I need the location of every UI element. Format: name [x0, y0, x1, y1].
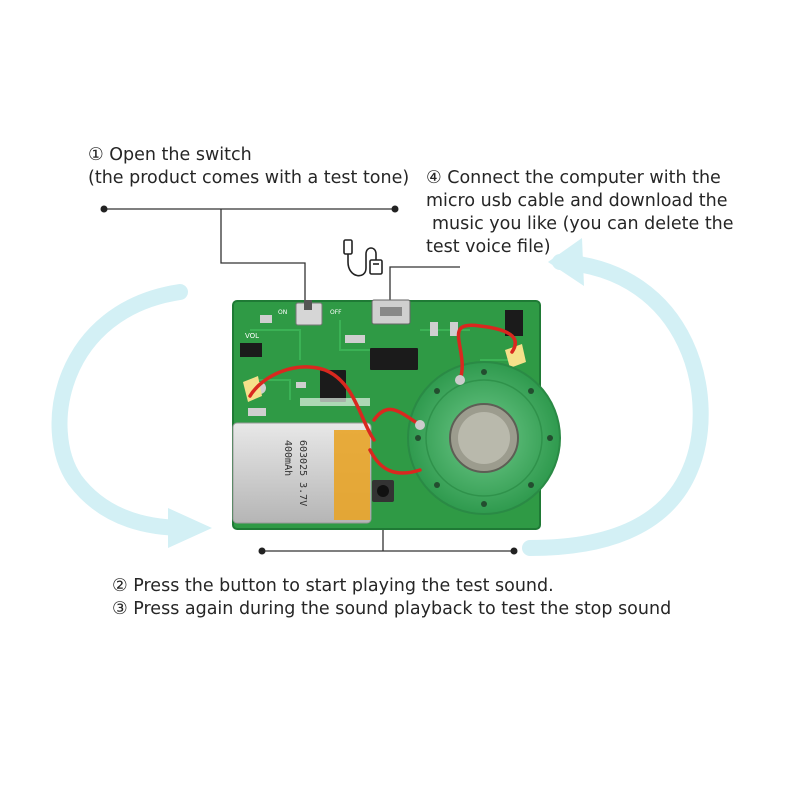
usb-cable-icon — [343, 239, 383, 277]
vol-label: VOL — [245, 332, 259, 340]
battery-tape — [334, 430, 370, 520]
switch-label-on: ON — [278, 309, 287, 316]
pcb-board: OFF ON VOL 603025 3.7V 400mAh — [232, 299, 561, 530]
cycle-arrows — [51, 254, 709, 556]
step4-caption: ④ Connect the computer with the micro us… — [426, 167, 734, 259]
step4-line1: ④ Connect the computer with the — [426, 168, 721, 188]
arrow-heads — [168, 238, 584, 548]
battery-text-2: 400mAh — [282, 440, 293, 476]
step1-line2: (the product comes with a test tone) — [88, 168, 410, 188]
callout-dots — [100, 205, 518, 555]
switch-label-off: OFF — [330, 309, 342, 316]
step3-line: ③ Press again during the sound playback … — [112, 599, 672, 619]
right-arrow-arc — [522, 254, 709, 556]
battery-text-1: 603025 3.7V — [297, 440, 308, 506]
step4-line4: test voice file) — [426, 237, 551, 257]
step1-caption: ① Open the switch (the product comes wit… — [88, 144, 409, 190]
step1-line1: ① Open the switch — [88, 145, 252, 165]
step2-3-caption: ② Press the button to start playing the … — [112, 575, 671, 621]
step4-line3: music you like (you can delete the — [432, 214, 734, 234]
step4-line2: micro usb cable and download the — [426, 191, 728, 211]
left-arrow-arc — [51, 284, 193, 536]
step2-line: ② Press the button to start playing the … — [112, 576, 554, 596]
